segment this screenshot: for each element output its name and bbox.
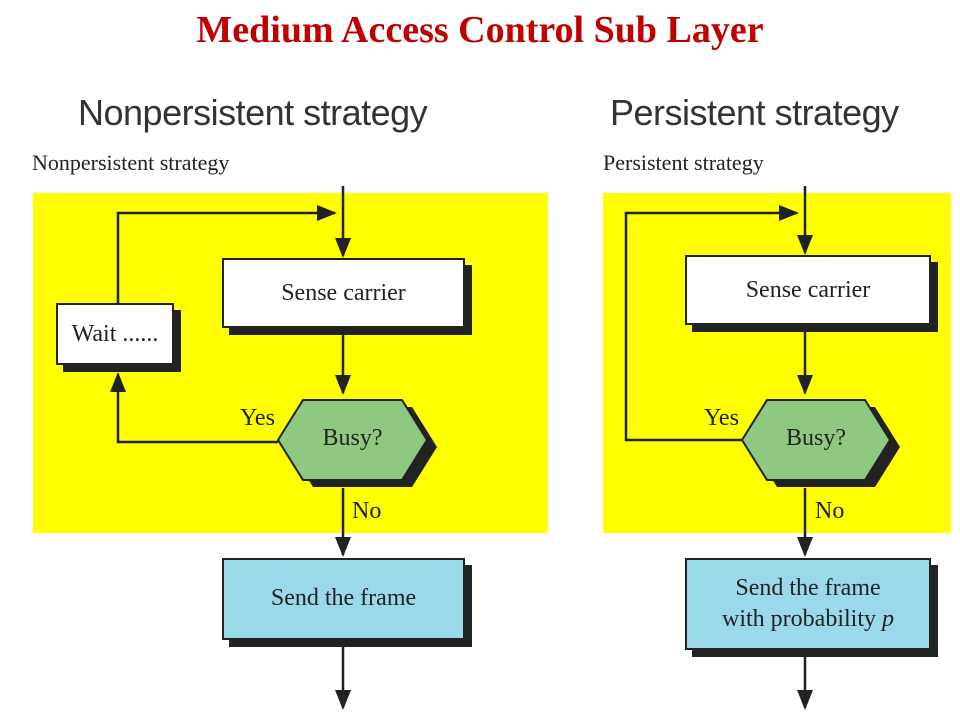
nonpersistent-busy-decision bbox=[276, 399, 437, 487]
nonpersistent-wait-box: Wait ...... bbox=[56, 303, 174, 365]
persistent-send-line2: with probability p bbox=[722, 604, 894, 635]
probability-variable: p bbox=[881, 606, 894, 632]
persistent-send-line1: Send the frame bbox=[735, 574, 881, 601]
nonpersistent-busy-label: Busy? bbox=[322, 425, 383, 451]
nonpersistent-subheading: Nonpersistent strategy bbox=[32, 150, 230, 175]
nonpersistent-no-label: No bbox=[352, 498, 382, 524]
persistent-no-label: No bbox=[815, 498, 845, 524]
persistent-heading: Persistent strategy bbox=[610, 92, 899, 133]
persistent-sense-carrier-box: Sense carrier bbox=[685, 255, 931, 325]
persistent-yes-label: Yes bbox=[704, 405, 739, 431]
persistent-subheading: Persistent strategy bbox=[603, 150, 764, 175]
persistent-send-frame-box: Send the frame with probability p bbox=[685, 558, 931, 650]
persistent-connectors bbox=[624, 186, 813, 710]
persistent-busy-label: Busy? bbox=[786, 425, 846, 451]
nonpersistent-send-frame-box: Send the frame bbox=[222, 558, 465, 640]
nonpersistent-heading: Nonpersistent strategy bbox=[78, 92, 428, 133]
nonpersistent-sense-carrier-box: Sense carrier bbox=[222, 258, 465, 328]
persistent-send-line2-text: with probability bbox=[722, 606, 876, 632]
nonpersistent-yes-label: Yes bbox=[240, 405, 275, 431]
persistent-busy-decision bbox=[740, 399, 900, 487]
nonpersistent-connectors bbox=[110, 186, 351, 710]
slide-title: Medium Access Control Sub Layer bbox=[196, 9, 764, 51]
